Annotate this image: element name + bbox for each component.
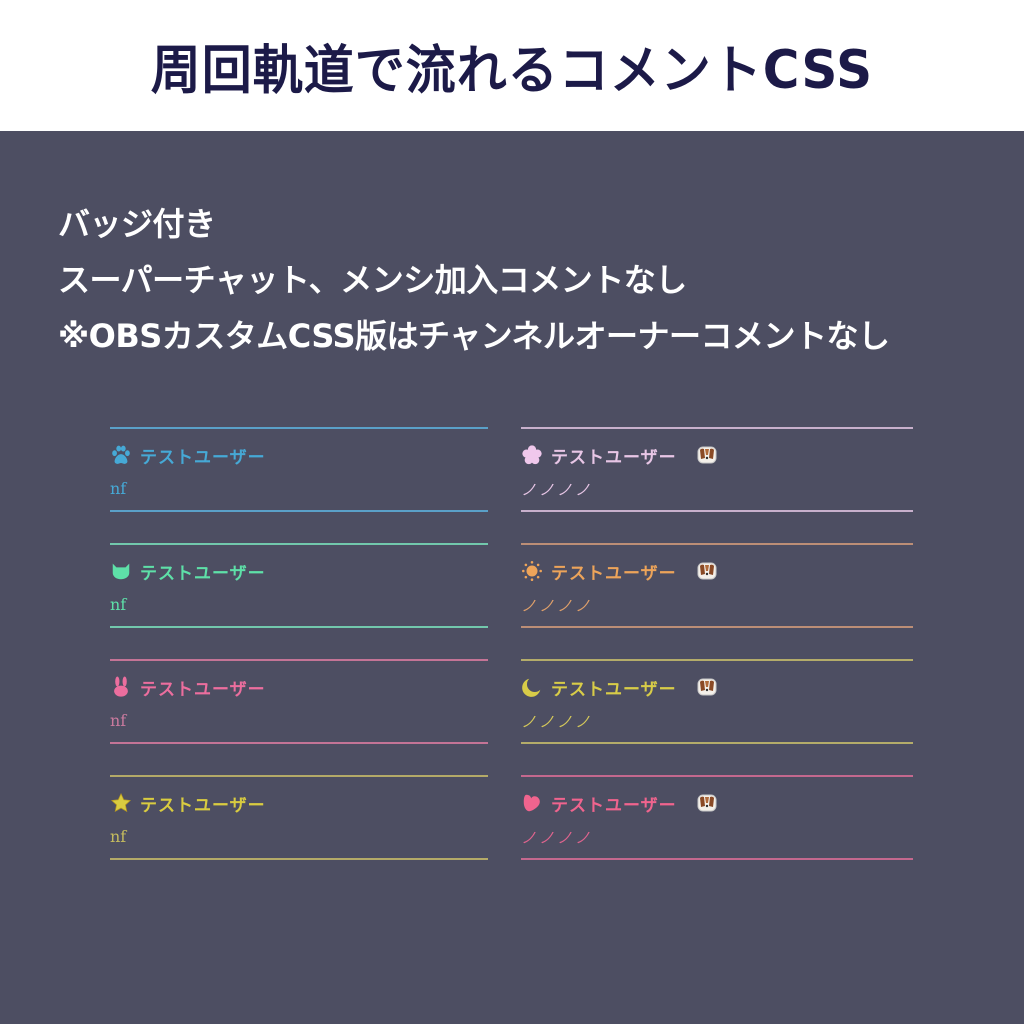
username: テストユーザー — [140, 447, 266, 468]
dog-badge-icon — [697, 562, 717, 580]
divider — [110, 427, 488, 429]
username: テストユーザー — [140, 563, 266, 584]
sun-icon — [521, 560, 543, 582]
feature-notes: バッジ付き スーパーチャット、メンシ加入コメントなし ※OBSカスタムCSS版は… — [58, 196, 890, 364]
comment-item: テストユーザー ノノノノ — [521, 775, 913, 860]
note-superchat: スーパーチャット、メンシ加入コメントなし — [58, 261, 687, 299]
divider — [521, 858, 913, 860]
divider — [110, 659, 488, 661]
username: テストユーザー — [551, 447, 677, 468]
username: テストユーザー — [551, 563, 677, 584]
title-banner: 周回軌道で流れるコメントCSS — [0, 0, 1024, 131]
comment-item: テストユーザー nf — [110, 543, 488, 628]
comment-item: テストユーザー nf — [110, 775, 488, 860]
comment-message: nf — [110, 711, 127, 730]
comment-item: テストユーザー ノノノノ — [521, 543, 913, 628]
page-title: 周回軌道で流れるコメントCSS — [150, 39, 874, 101]
dog-badge-icon — [697, 678, 717, 696]
divider — [110, 510, 488, 512]
username: テストユーザー — [140, 679, 266, 700]
divider — [110, 775, 488, 777]
flower-icon — [521, 444, 543, 466]
note-badge: バッジ付き — [58, 205, 216, 243]
dog-badge-icon — [697, 794, 717, 812]
comment-message: ノノノノ — [521, 597, 594, 615]
comment-message: nf — [110, 479, 127, 498]
divider — [110, 858, 488, 860]
comment-item: テストユーザー ノノノノ — [521, 427, 913, 512]
divider — [521, 543, 913, 545]
cat-icon — [110, 560, 132, 582]
divider — [521, 742, 913, 744]
heart-icon — [521, 792, 543, 814]
comment-message: nf — [110, 827, 127, 846]
rabbit-icon — [110, 676, 132, 698]
divider — [110, 742, 488, 744]
star-icon — [110, 792, 132, 814]
comment-item: テストユーザー nf — [110, 659, 488, 744]
comment-list-left: テストユーザー nf テストユーザー nf テストユーザー nf — [110, 427, 488, 891]
paw-icon — [110, 444, 132, 466]
divider — [521, 626, 913, 628]
username: テストユーザー — [551, 795, 677, 816]
dog-badge-icon — [697, 446, 717, 464]
username: テストユーザー — [140, 795, 266, 816]
comment-message: ノノノノ — [521, 481, 594, 499]
divider — [521, 775, 913, 777]
comment-item: テストユーザー ノノノノ — [521, 659, 913, 744]
comment-item: テストユーザー nf — [110, 427, 488, 512]
divider — [110, 543, 488, 545]
comment-message: ノノノノ — [521, 829, 594, 847]
divider — [521, 427, 913, 429]
divider — [521, 510, 913, 512]
note-obs: ※OBSカスタムCSS版はチャンネルオーナーコメントなし — [58, 317, 890, 355]
comment-message: ノノノノ — [521, 713, 594, 731]
comment-message: nf — [110, 595, 127, 614]
divider — [110, 626, 488, 628]
moon-icon — [521, 676, 543, 698]
comment-list-right: テストユーザー ノノノノ テストユーザー ノノノノ テストユーザー — [521, 427, 913, 891]
divider — [521, 659, 913, 661]
username: テストユーザー — [551, 679, 677, 700]
